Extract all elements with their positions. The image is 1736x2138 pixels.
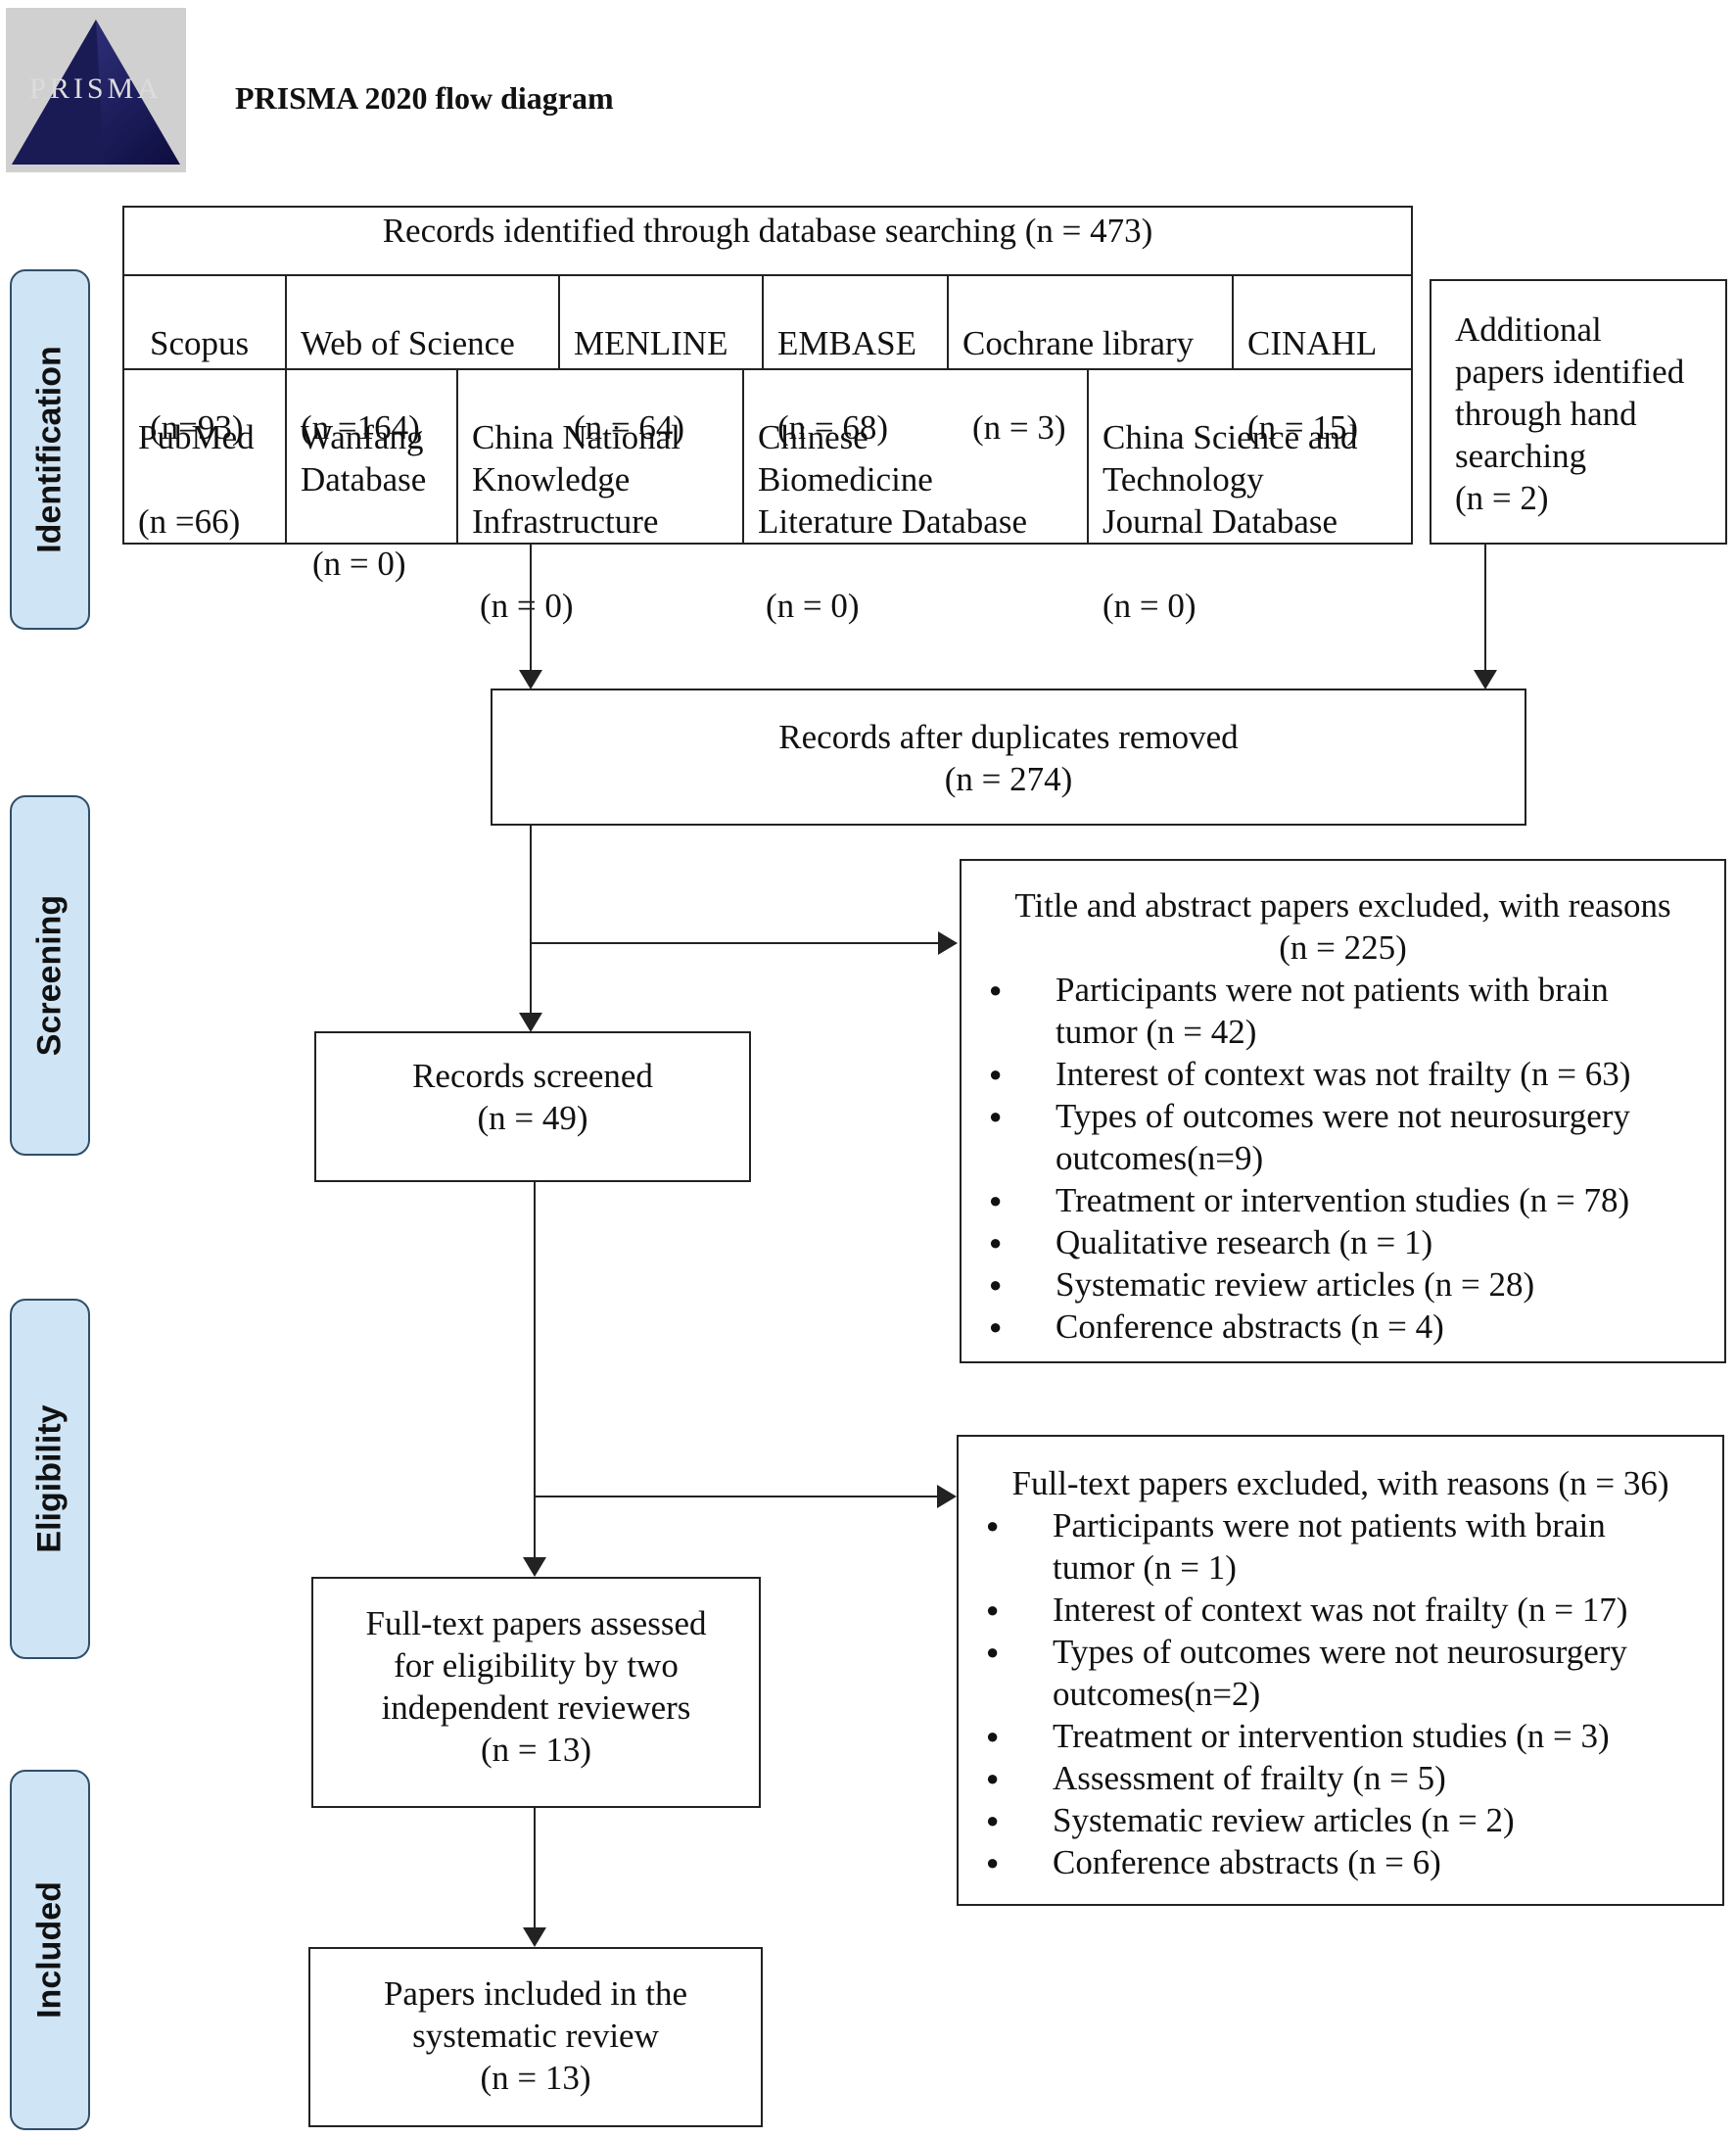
arrow-db-to-duplicates — [530, 545, 532, 676]
reason-item: Systematic review articles (n = 28) — [962, 1263, 1695, 1306]
db-cnki-name: China National Knowledge Infrastructure — [472, 418, 680, 541]
db-cbm-name: Chinese Biomedicine Literature Database — [758, 418, 1027, 541]
stage-eligibility: Eligibility — [10, 1299, 90, 1659]
db-wos-name: Web of Science — [301, 324, 515, 362]
reason-item: Interest of context was not frailty (n =… — [959, 1589, 1693, 1631]
arrowhead-additional — [1474, 670, 1497, 689]
reason-item: Conference abstracts (n = 4) — [962, 1306, 1695, 1348]
title-excluded-reasons: Participants were not patients with brai… — [962, 969, 1724, 1348]
db-wanfang: Wanfang Database (n = 0) — [287, 370, 456, 585]
arrowhead-screened — [519, 1013, 542, 1032]
db-cbm: Chinese Biomedicine Literature Database … — [744, 370, 1087, 627]
db-embase-count: (n = 68) — [777, 408, 889, 447]
title-abstract-excluded-box: Title and abstract papers excluded, with… — [960, 859, 1726, 1363]
fulltext-excluded-reasons: Participants were not patients with brai… — [959, 1504, 1722, 1883]
logo-text: PRISMA — [29, 72, 163, 105]
db-pubmed-name: PubMed — [138, 418, 255, 456]
db-cstj-count: (n = 0) — [1103, 587, 1196, 625]
db-cstj-name: China Science and Technology Journal Dat… — [1103, 418, 1358, 541]
db-pubmed-count: (n =66) — [138, 502, 241, 541]
reason-item: Participants were not patients with brai… — [962, 969, 1695, 1053]
arrowhead-fulltext-excluded — [937, 1485, 957, 1508]
arrowhead-included — [523, 1927, 546, 1947]
reason-item: Assessment of frailty (n = 5) — [959, 1757, 1693, 1799]
db-scopus-count: (n=93) — [150, 408, 244, 447]
stage-screening-label: Screening — [30, 894, 69, 1057]
db-cochrane-name: Cochrane library — [962, 324, 1195, 362]
database-header: Records identified through database sear… — [382, 212, 1153, 250]
stage-identification-label: Identification — [30, 346, 69, 553]
reason-item: Treatment or intervention studies (n = 3… — [959, 1715, 1693, 1757]
reason-item: Conference abstracts (n = 6) — [959, 1841, 1693, 1883]
db-menline-count: (n = 64) — [574, 408, 685, 447]
duplicates-removed-box: Records after duplicates removed (n = 27… — [491, 689, 1526, 826]
fulltext-assessed-text: Full-text papers assessed for eligibilit… — [365, 1604, 707, 1769]
records-screened-count: (n = 49) — [477, 1099, 588, 1137]
database-table — [122, 206, 1413, 545]
included-text: Papers included in the systematic review… — [383, 1974, 688, 2097]
db-wanfang-name: Wanfang Database — [301, 418, 427, 499]
arrowhead-title-excluded — [938, 931, 958, 955]
db-cochrane: Cochrane library (n = 3) — [949, 276, 1232, 449]
arrow-screened-to-fulltext — [534, 1182, 536, 1574]
stage-screening: Screening — [10, 795, 90, 1156]
reason-item: Treatment or intervention studies (n = 7… — [962, 1179, 1695, 1221]
arrow-to-fulltext-excluded — [534, 1496, 939, 1497]
reason-item: Interest of context was not frailty (n =… — [962, 1053, 1695, 1095]
fulltext-excluded-heading: Full-text papers excluded, with reasons … — [1011, 1464, 1669, 1502]
duplicates-removed-count: (n = 274) — [944, 760, 1073, 798]
db-embase-name: EMBASE — [777, 324, 916, 362]
stage-identification: Identification — [10, 269, 90, 630]
records-screened-box: Records screened (n = 49) — [314, 1031, 751, 1182]
arrowhead-fulltext — [523, 1557, 546, 1577]
db-cinahl: CINAHL (n = 15) — [1234, 276, 1413, 449]
arrowhead-db — [519, 670, 542, 689]
additional-papers-text: Additional papers identified through han… — [1455, 310, 1685, 517]
db-cstj: China Science and Technology Journal Dat… — [1089, 370, 1413, 627]
fulltext-excluded-box: Full-text papers excluded, with reasons … — [957, 1435, 1724, 1906]
fulltext-assessed-box: Full-text papers assessed for eligibilit… — [311, 1577, 761, 1808]
arrow-to-title-excluded — [530, 942, 941, 944]
db-menline-name: MENLINE — [574, 324, 728, 362]
title-excluded-heading: Title and abstract papers excluded, with… — [1014, 886, 1671, 925]
db-embase: EMBASE (n = 68) — [764, 276, 947, 449]
prisma-logo: PRISMA — [6, 8, 186, 172]
db-scopus-name: Scopus — [150, 324, 250, 362]
db-scopus: Scopus (n=93) — [124, 276, 285, 449]
stage-included-label: Included — [30, 1881, 69, 2019]
duplicates-removed-label: Records after duplicates removed — [778, 718, 1239, 756]
stage-eligibility-label: Eligibility — [30, 1404, 69, 1553]
reason-item: Systematic review articles (n = 2) — [959, 1799, 1693, 1841]
diagram-title: PRISMA 2020 flow diagram — [235, 80, 614, 116]
db-wanfang-count: (n = 0) — [312, 545, 406, 583]
records-screened-label: Records screened — [412, 1057, 653, 1095]
included-box: Papers included in the systematic review… — [308, 1947, 763, 2127]
db-cnki-count: (n = 0) — [480, 587, 574, 625]
db-pubmed: PubMed (n =66) — [124, 370, 285, 543]
arrow-additional-to-duplicates — [1484, 545, 1486, 676]
db-menline: MENLINE (n = 64) — [560, 276, 762, 449]
reason-item: Types of outcomes were not neurosurgery … — [959, 1631, 1693, 1715]
db-cinahl-count: (n = 15) — [1247, 408, 1359, 447]
db-cinahl-name: CINAHL — [1247, 324, 1378, 362]
reason-item: Participants were not patients with brai… — [959, 1504, 1693, 1589]
db-cbm-count: (n = 0) — [766, 587, 860, 625]
additional-papers-box: Additional papers identified through han… — [1430, 279, 1727, 545]
db-web-of-science: Web of Science (n =164) — [287, 276, 558, 449]
arrow-fulltext-to-included — [534, 1808, 536, 1941]
title-excluded-count: (n = 225) — [1279, 928, 1407, 967]
db-cochrane-count: (n = 3) — [972, 408, 1066, 447]
arrow-duplicates-to-screened — [530, 826, 532, 1028]
db-wos-count: (n =164) — [301, 408, 420, 447]
reason-item: Types of outcomes were not neurosurgery … — [962, 1095, 1695, 1179]
db-cnki: China National Knowledge Infrastructure … — [458, 370, 742, 627]
reason-item: Qualitative research (n = 1) — [962, 1221, 1695, 1263]
stage-included: Included — [10, 1770, 90, 2130]
